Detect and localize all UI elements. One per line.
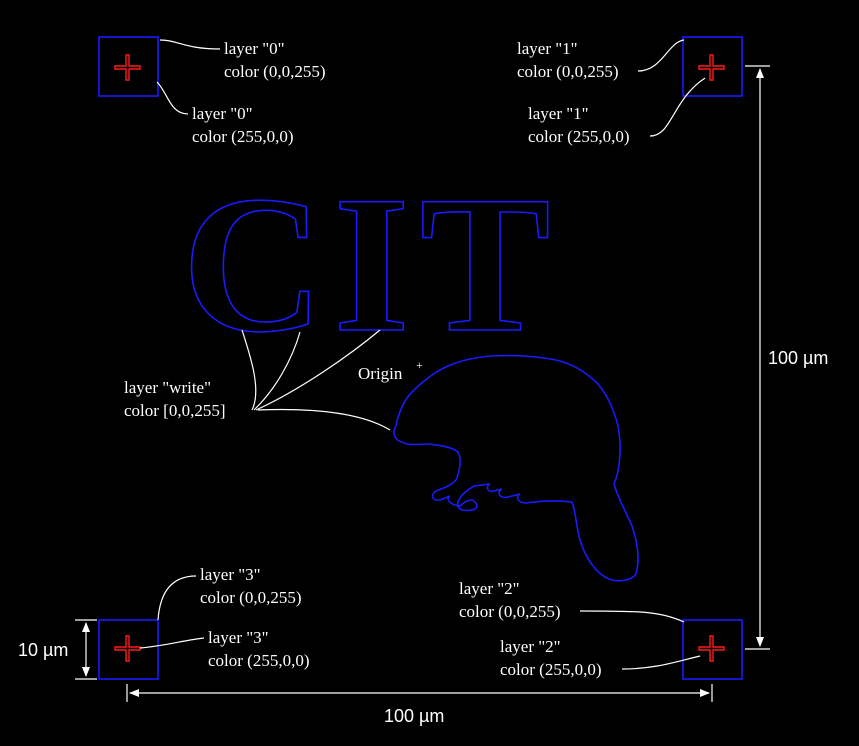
dimension-label: 100 µm [384, 706, 444, 726]
origin-label: Origin + [358, 358, 423, 383]
leader-line [253, 331, 301, 411]
label-layer-blue: layer "1" [517, 39, 578, 58]
leader-line [255, 329, 381, 411]
label-layer-blue: layer "2" [459, 579, 520, 598]
label-layer-red: layer "3" [208, 628, 269, 647]
dimension-label: 10 µm [18, 640, 68, 660]
beaver-outline [393, 354, 639, 582]
label-layer-blue: layer "0" [224, 39, 285, 58]
label-write-color: color [0,0,255] [124, 401, 226, 420]
dimension-horizontal: 100 µm [126, 684, 713, 726]
leader-line [621, 655, 701, 670]
label-color-blue: color (0,0,255) [459, 602, 561, 621]
origin-text: Origin [358, 364, 403, 383]
alignment-cross-red [698, 635, 725, 662]
alignment-cross-red [114, 54, 141, 81]
label-layer-red: layer "2" [500, 637, 561, 656]
leader-line [257, 408, 391, 431]
alignment-cross-red [114, 635, 141, 662]
mark-square-blue [682, 619, 743, 680]
label-layer-blue: layer "3" [200, 565, 261, 584]
write-layer-annotation: layer "write" color [0,0,255] [124, 329, 391, 431]
label-color-red: color (255,0,0) [192, 127, 294, 146]
mark-square-blue [682, 36, 743, 97]
label-color-blue: color (0,0,255) [200, 588, 302, 607]
leader-line [637, 39, 685, 72]
dimension-label: 100 µm [768, 348, 828, 368]
label-color-blue: color (0,0,255) [517, 62, 619, 81]
leader-line [579, 610, 685, 623]
leader-line [649, 77, 706, 137]
label-color-red: color (255,0,0) [500, 660, 602, 679]
label-color-blue: color (0,0,255) [224, 62, 326, 81]
mark-square-blue [98, 619, 159, 680]
leader-line [241, 329, 257, 411]
origin-marker: + [416, 358, 423, 372]
leader-line [159, 39, 221, 50]
label-color-red: color (255,0,0) [528, 127, 630, 146]
leader-line [157, 575, 197, 621]
cit-logo-text: CIT [182, 156, 561, 373]
label-write-layer: layer "write" [124, 378, 211, 397]
mark-top-left: layer "0" color (0,0,255) layer "0" colo… [98, 36, 326, 146]
alignment-cross-red [698, 54, 725, 81]
label-layer-red: layer "0" [192, 104, 253, 123]
dimension-mark-size: 10 µm [18, 619, 97, 680]
label-layer-red: layer "1" [528, 104, 589, 123]
mark-bottom-right: layer "2" color (0,0,255) layer "2" colo… [459, 579, 743, 680]
leader-line [139, 637, 205, 649]
cit-logo-outline: CIT [181, 155, 561, 374]
label-color-red: color (255,0,0) [208, 651, 310, 670]
mark-square-blue [98, 36, 159, 97]
dimension-vertical: 100 µm [745, 65, 828, 650]
leader-line [156, 81, 189, 115]
mark-bottom-left: layer "3" color (0,0,255) layer "3" colo… [98, 565, 310, 680]
mark-top-right: layer "1" color (0,0,255) layer "1" colo… [517, 36, 743, 146]
